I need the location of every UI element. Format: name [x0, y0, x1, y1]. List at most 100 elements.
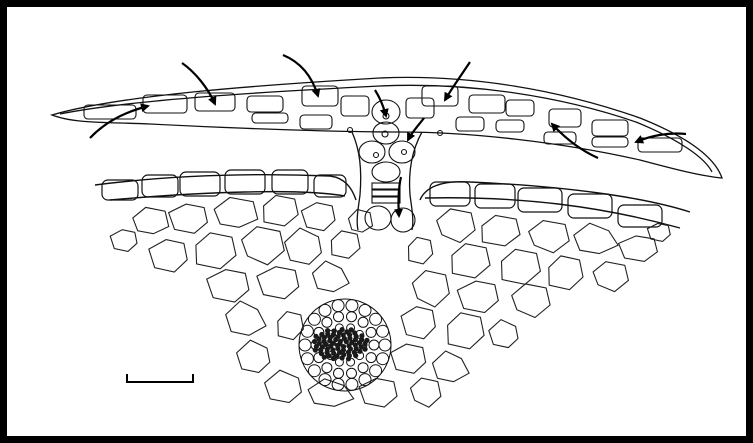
cell: [529, 221, 570, 253]
vascular-cell: [334, 368, 344, 378]
vascular-cell: [322, 363, 332, 373]
vascular-cell: [377, 353, 389, 365]
vascular-cell: [347, 312, 357, 322]
xylem-dot: [364, 338, 369, 343]
shield-cell: [247, 96, 283, 112]
xylem-dot: [319, 332, 324, 337]
arrow-7: [552, 124, 598, 158]
stalk-cells: [348, 100, 443, 232]
vascular-cell: [359, 304, 371, 316]
xylem-dot: [359, 333, 364, 338]
vascular-cell: [332, 300, 344, 312]
shield-cell: [341, 96, 369, 116]
cell: [214, 198, 258, 228]
cell: [593, 262, 628, 292]
xylem-dot: [331, 328, 336, 333]
vascular-cell: [358, 363, 368, 373]
shield-cell: [406, 98, 434, 118]
xylem-dot: [340, 327, 345, 332]
xylem-dot: [357, 349, 362, 354]
shield-cell: [592, 137, 628, 147]
cell: [264, 196, 299, 226]
vascular-cell: [377, 325, 389, 337]
vascular-cell: [301, 325, 313, 337]
xylem-dot: [340, 355, 345, 360]
cell: [411, 378, 441, 407]
cell: [149, 240, 187, 272]
epidermis-cell: [475, 184, 515, 208]
epidermis-cell: [272, 170, 308, 194]
cell: [331, 231, 360, 258]
xylem-dot: [313, 334, 318, 339]
scale-bar: [127, 374, 193, 382]
shield-cell: [549, 109, 581, 127]
cell: [169, 204, 208, 233]
cell: [482, 216, 520, 246]
parenchyma-cells: [110, 196, 670, 408]
cell: [512, 284, 550, 318]
shield-cell: [300, 115, 332, 129]
cell: [349, 210, 373, 233]
cell: [226, 301, 266, 335]
cell: [437, 209, 475, 243]
cell: [401, 307, 435, 339]
upper-epidermis-cells: [102, 170, 662, 227]
xylem-dot: [353, 353, 358, 358]
cell: [619, 236, 658, 262]
shield-cell: [592, 120, 628, 136]
cell: [412, 271, 449, 307]
cell: [237, 340, 270, 372]
vascular-cell: [308, 365, 320, 377]
vascular-cell: [366, 353, 376, 363]
vascular-cell: [358, 317, 368, 327]
cell: [502, 249, 541, 284]
xylem-dot: [349, 327, 354, 332]
vascular-cell: [346, 300, 358, 312]
cell: [301, 203, 335, 231]
arrow-6: [408, 118, 424, 140]
vascular-cell: [347, 368, 357, 378]
cell: [313, 261, 350, 292]
cell: [133, 207, 169, 233]
cell: [207, 270, 249, 302]
xylem-dot: [363, 347, 368, 352]
vascular-cell: [334, 312, 344, 322]
xylem-cluster: [312, 327, 370, 361]
vascular-cell: [299, 339, 311, 351]
cell: [391, 344, 426, 373]
cell: [489, 320, 518, 348]
epidermis-cell: [618, 205, 662, 227]
cell: [409, 237, 433, 264]
cell: [110, 230, 137, 252]
shield-cell: [469, 95, 505, 113]
cell: [242, 227, 285, 265]
vascular-cell: [370, 313, 382, 325]
cell: [549, 256, 583, 290]
cell: [196, 233, 236, 269]
xylem-dot: [346, 356, 351, 361]
cell: [285, 228, 322, 264]
shield-cell: [252, 113, 288, 123]
cell: [457, 281, 498, 312]
xylem-dot: [312, 339, 317, 344]
scale-shield-cells: [84, 86, 682, 152]
vascular-cell: [301, 353, 313, 365]
cell: [359, 378, 397, 407]
shield-cell: [506, 100, 534, 116]
shield-cell: [496, 120, 524, 132]
cell: [433, 351, 470, 382]
vascular-cell: [308, 313, 320, 325]
cell: [265, 370, 302, 402]
vascular-cell: [319, 304, 331, 316]
cell: [448, 313, 485, 349]
shield-cell: [456, 117, 484, 131]
cell: [452, 244, 490, 278]
vascular-cell: [346, 378, 358, 390]
cell: [574, 223, 618, 253]
shield-cell: [143, 95, 187, 113]
epidermis-cell: [225, 170, 265, 194]
vascular-cell: [322, 317, 332, 327]
xylem-dot: [313, 347, 318, 352]
cell: [308, 379, 354, 407]
